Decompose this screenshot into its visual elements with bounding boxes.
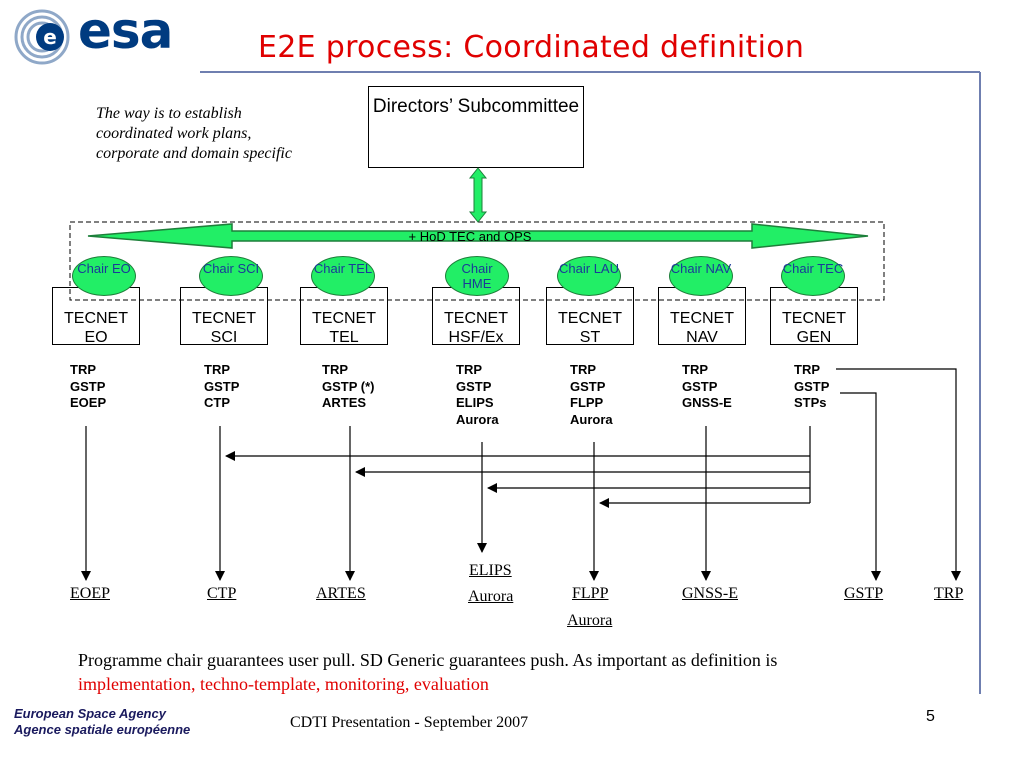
tecnet-sci: TECNET SCI bbox=[180, 287, 268, 346]
hod-label: + HoD TEC and OPS bbox=[0, 229, 980, 244]
chair-nav: Chair NAV bbox=[669, 256, 733, 296]
items-tec: TRP GSTP STPs bbox=[794, 362, 829, 412]
items-sci: TRP GSTP CTP bbox=[204, 362, 239, 412]
dest-flpp-aurora[interactable]: Aurora bbox=[567, 612, 613, 629]
item: ARTES bbox=[322, 395, 367, 410]
hod-label-text: + HoD TEC and OPS bbox=[408, 229, 532, 244]
summary-line-2: implementation, techno-template, monitor… bbox=[78, 674, 489, 694]
dest-trp[interactable]: TRP bbox=[934, 585, 964, 602]
item: ELIPS bbox=[456, 395, 494, 410]
chair-lau: Chair LAU bbox=[557, 256, 621, 296]
dest-eoep[interactable]: EOEP bbox=[70, 585, 110, 602]
dest-elips-aurora[interactable]: Aurora bbox=[468, 588, 514, 605]
item: TRP bbox=[322, 362, 348, 377]
item: GSTP (*) bbox=[322, 378, 375, 394]
tecnet-eo: TECNET EO bbox=[52, 287, 140, 346]
item: GNSS-E bbox=[682, 395, 732, 410]
item: GSTP bbox=[794, 378, 830, 394]
chair-sci: Chair SCI bbox=[199, 256, 263, 296]
items-tel: TRP GSTP (*) ARTES bbox=[322, 362, 375, 412]
arrow-gstp-route bbox=[840, 392, 881, 581]
item: GSTP bbox=[70, 378, 106, 394]
item: Aurora bbox=[456, 411, 499, 427]
item: TRP bbox=[570, 362, 596, 377]
item: TRP bbox=[682, 362, 708, 377]
item: Aurora bbox=[570, 411, 613, 427]
tecnet-st: TECNET ST bbox=[546, 287, 634, 346]
items-lau: TRP GSTP FLPP Aurora bbox=[570, 362, 613, 428]
page-title: E2E process: Coordinated definition bbox=[258, 30, 805, 65]
item: GSTP bbox=[204, 378, 240, 394]
esa-logo-text: esa bbox=[78, 2, 173, 60]
presentation-caption: CDTI Presentation - September 2007 bbox=[290, 714, 529, 731]
items-nav: TRP GSTP GNSS-E bbox=[682, 362, 732, 412]
dest-flpp[interactable]: FLPP bbox=[572, 585, 609, 602]
item: GSTP bbox=[682, 378, 718, 394]
dest-ctp[interactable]: CTP bbox=[207, 585, 237, 602]
item: GSTP bbox=[456, 378, 492, 394]
tecnet-gen: TECNET GEN bbox=[770, 287, 858, 346]
hod-dashed-region bbox=[69, 221, 885, 301]
summary-line-1: Programme chair guarantees user pull. SD… bbox=[78, 650, 778, 670]
intro-text: The way is to establish coordinated work… bbox=[96, 105, 292, 162]
svg-text:e: e bbox=[43, 25, 57, 49]
item: TRP bbox=[204, 362, 230, 377]
tecnet-hsf: TECNET HSF/Ex bbox=[432, 287, 520, 346]
arrow-trp-route bbox=[836, 368, 961, 581]
item: CTP bbox=[204, 395, 230, 410]
item: STPs bbox=[794, 395, 827, 410]
chair-tel: Chair TEL bbox=[311, 256, 375, 296]
chair-eo: Chair EO bbox=[72, 256, 136, 296]
item: TRP bbox=[456, 362, 482, 377]
agency-name-en: European Space Agency bbox=[14, 706, 166, 721]
dest-artes[interactable]: ARTES bbox=[316, 585, 366, 602]
item: GSTP bbox=[570, 378, 606, 394]
item: EOEP bbox=[70, 395, 107, 410]
esa-logo: e bbox=[8, 6, 198, 68]
dest-gnss-e[interactable]: GNSS-E bbox=[682, 585, 739, 602]
item: FLPP bbox=[570, 395, 604, 410]
items-eo: TRP GSTP EOEP bbox=[70, 362, 106, 412]
summary-text: Programme chair guarantees user pull. SD… bbox=[78, 648, 978, 696]
esa-globe-icon: e bbox=[14, 9, 70, 65]
items-hme: TRP GSTP ELIPS Aurora bbox=[456, 362, 499, 428]
agency-name: European Space Agency Agence spatiale eu… bbox=[14, 706, 190, 738]
chair-tec: Chair TEC bbox=[781, 256, 845, 296]
directors-subcommittee-box: Directors’ Subcommittee bbox=[368, 86, 584, 168]
directors-link-arrow bbox=[468, 167, 488, 223]
dest-elips[interactable]: ELIPS bbox=[469, 562, 512, 579]
chair-hme: Chair HME bbox=[445, 256, 509, 296]
dest-gstp[interactable]: GSTP bbox=[844, 585, 884, 602]
agency-name-fr: Agence spatiale européenne bbox=[14, 722, 191, 737]
item: TRP bbox=[794, 362, 820, 377]
page-number: 5 bbox=[926, 708, 935, 725]
item: TRP bbox=[70, 362, 96, 377]
hod-double-arrow bbox=[87, 223, 869, 249]
